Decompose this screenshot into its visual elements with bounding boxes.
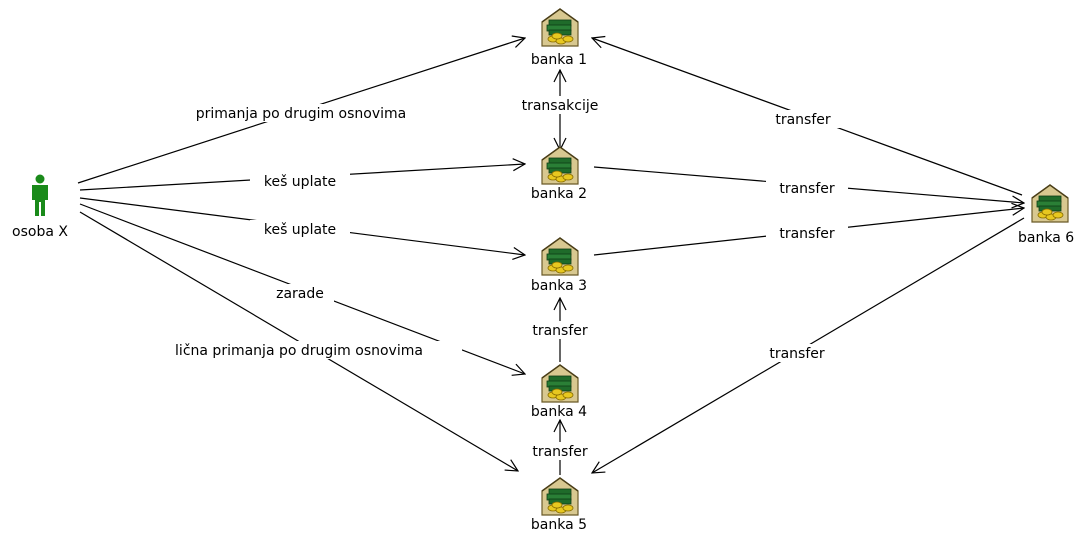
node-banka-4[interactable]: banka 4 — [531, 364, 587, 420]
bank-icon — [541, 364, 579, 403]
svg-text:transakcije: transakcije — [522, 98, 599, 114]
node-label-banka-6: banka 6 — [1018, 230, 1074, 246]
node-label-banka-2: banka 2 — [531, 186, 587, 202]
svg-text:transfer: transfer — [779, 181, 835, 197]
svg-text:transfer: transfer — [532, 444, 588, 460]
bank-icon — [541, 8, 579, 47]
person-icon — [32, 174, 48, 216]
edge-label-e9: transfer — [762, 110, 844, 128]
edge-label-e11: transfer — [766, 224, 848, 242]
node-banka-5[interactable]: banka 5 — [531, 477, 587, 533]
node-label-banka-4: banka 4 — [531, 404, 587, 420]
edge-label-e7: transfer — [518, 321, 602, 339]
svg-text:keš uplate: keš uplate — [264, 222, 336, 238]
node-person[interactable]: osoba X — [12, 174, 68, 241]
svg-text:zarade: zarade — [276, 286, 324, 302]
node-banka-3[interactable]: banka 3 — [531, 237, 587, 294]
edge-label-e1: primanja po drugim osnovima — [166, 104, 436, 122]
bank-icon — [541, 146, 579, 185]
svg-text:lična primanja po drugim osnov: lična primanja po drugim osnovima — [175, 343, 423, 359]
node-label-person: osoba X — [12, 224, 68, 240]
edge-label-e10: transfer — [766, 179, 848, 197]
node-banka-2[interactable]: banka 2 — [531, 146, 587, 202]
node-label-banka-5: banka 5 — [531, 517, 587, 533]
node-label-banka-1: banka 1 — [531, 52, 587, 68]
bank-icon — [1031, 184, 1069, 223]
edge-label-e12: transfer — [756, 344, 838, 362]
edge-label-e6: transakcije — [504, 96, 616, 114]
bank-icon — [541, 477, 579, 516]
bank-icon — [541, 237, 579, 276]
svg-text:transfer: transfer — [779, 226, 835, 242]
svg-text:transfer: transfer — [775, 112, 831, 128]
edge-label-e8: transfer — [518, 442, 602, 460]
svg-text:primanja po drugim osnovima: primanja po drugim osnovima — [196, 106, 407, 122]
svg-text:transfer: transfer — [769, 346, 825, 362]
edge-label-e3: keš uplate — [250, 220, 350, 238]
node-banka-1[interactable]: banka 1 — [531, 8, 587, 68]
node-label-banka-3: banka 3 — [531, 278, 587, 294]
edge-label-e2: keš uplate — [250, 172, 350, 190]
node-banka-6[interactable]: banka 6 — [1018, 184, 1074, 246]
edge-label-e5: lična primanja po drugim osnovima — [136, 341, 462, 359]
edge-label-e4: zarade — [264, 284, 334, 302]
svg-text:keš uplate: keš uplate — [264, 174, 336, 190]
svg-text:transfer: transfer — [532, 323, 588, 339]
